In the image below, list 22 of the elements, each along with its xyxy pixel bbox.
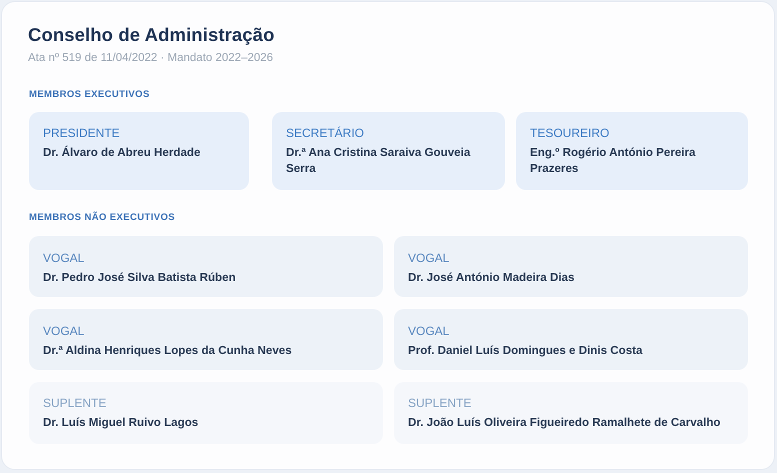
role-label: VOGAL (408, 324, 450, 338)
member-name: Dr. João Luís Oliveira Figueiredo Ramalhete de Carvalho (408, 415, 722, 431)
title: Conselho de Administração (28, 24, 274, 46)
role-label: SUPLENTE (43, 396, 108, 410)
role-label: VOGAL (43, 251, 86, 265)
member-name: Dr. José António Madeira Dias (408, 270, 576, 286)
section-heading: MEMBROS EXECUTIVOS (29, 89, 150, 100)
member-name: Eng.º Rogério António Pereira Prazeres (530, 145, 696, 177)
member-name: Dr.ª Aldina Henriques Lopes da Cunha Neves (43, 343, 293, 359)
role-label: VOGAL (408, 251, 450, 265)
section-heading: MEMBROS NÃO EXECUTIVOS (29, 212, 176, 223)
member-name: Dr. Luís Miguel Ruivo Lagos (43, 415, 200, 431)
member-name: Dr. Álvaro de Abreu Herdade (43, 145, 202, 161)
member-name: Prof. Daniel Luís Domingues e Dinis Costa (408, 343, 644, 359)
role-label: VOGAL (43, 324, 86, 338)
member-name: Dr.ª Ana Cristina Saraiva Gouveia Serra (286, 145, 472, 177)
role-label: SECRETÁRIO (286, 126, 366, 140)
role-label: SUPLENTE (408, 396, 472, 410)
role-label: TESOUREIRO (530, 126, 610, 140)
subtitle: Ata nº 519 de 11/04/2022 · Mandato 2022–2026 (28, 52, 274, 64)
member-name: Dr. Pedro José Silva Batista Rúben (43, 270, 237, 286)
role-label: PRESIDENTE (43, 126, 121, 140)
